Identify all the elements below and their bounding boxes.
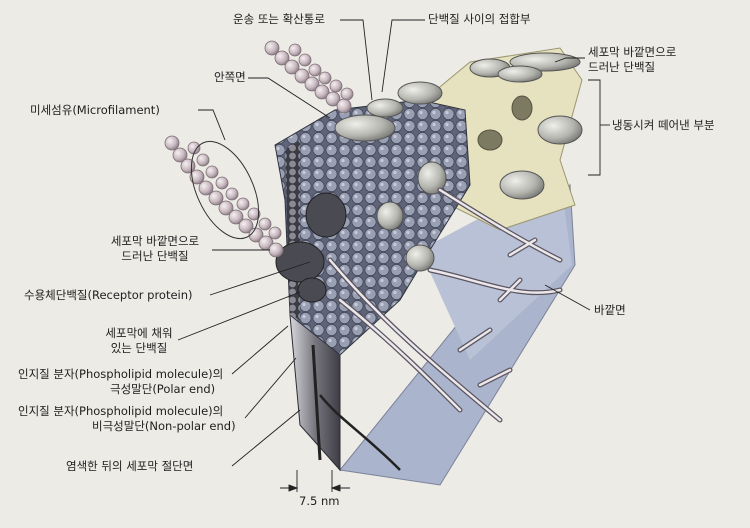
label-transport-channel: 운송 또는 확산통로 bbox=[233, 12, 325, 26]
embedded-proteins bbox=[275, 192, 347, 303]
label-freeze-fracture: 냉동시켜 떼어낸 부분 bbox=[612, 118, 715, 132]
label-microfilament: 미세섬유(Microfilament) bbox=[30, 103, 160, 117]
label-surface-protein-left: 세포막 바깥면으로 드러난 단백질 bbox=[98, 234, 212, 264]
label-surface-protein-left-line2: 드러난 단백질 bbox=[121, 249, 189, 263]
label-surface-protein-outer-line2: 드러난 단백질 bbox=[588, 60, 656, 74]
fracture-pits bbox=[477, 95, 533, 151]
label-outer-face: 바깥면 bbox=[594, 303, 626, 317]
label-polar-end-line2: 극성말단(Polar end) bbox=[110, 382, 216, 396]
label-surface-protein-left-line1: 세포막 바깥면으로 bbox=[110, 234, 200, 248]
label-surface-protein-outer: 세포막 바깥면으로 드러난 단백질 bbox=[588, 45, 676, 75]
label-thickness: 7.5 nm bbox=[299, 494, 340, 508]
label-receptor-protein: 수용체단백질(Receptor protein) bbox=[24, 288, 193, 302]
label-nonpolar-end: 인지질 분자(Phospholipid molecule)의 비극성말단(Non… bbox=[18, 404, 236, 434]
label-nonpolar-end-line2: 비극성말단(Non-polar end) bbox=[92, 419, 236, 433]
label-polar-end: 인지질 분자(Phospholipid molecule)의 극성말단(Pola… bbox=[18, 367, 223, 397]
label-inner-face: 안쪽면 bbox=[214, 70, 246, 84]
microfilament-callout bbox=[190, 140, 260, 240]
label-protein-junction: 단백질 사이의 접합부 bbox=[428, 12, 531, 26]
label-polar-end-line1: 인지질 분자(Phospholipid molecule)의 bbox=[18, 367, 224, 381]
label-embedded-protein-line2: 있는 단백질 bbox=[110, 341, 168, 355]
surface-proteins bbox=[334, 52, 583, 272]
label-embedded-protein-line1: 세포막에 채워 bbox=[105, 326, 173, 340]
label-nonpolar-end-line1: 인지질 분자(Phospholipid molecule)의 bbox=[18, 404, 224, 418]
leader-lines bbox=[177, 19, 610, 492]
label-embedded-protein: 세포막에 채워 있는 단백질 bbox=[94, 326, 184, 356]
label-stained-section: 염색한 뒤의 세포막 절단면 bbox=[66, 459, 194, 473]
label-surface-protein-outer-line1: 세포막 바깥면으로 bbox=[588, 45, 677, 59]
